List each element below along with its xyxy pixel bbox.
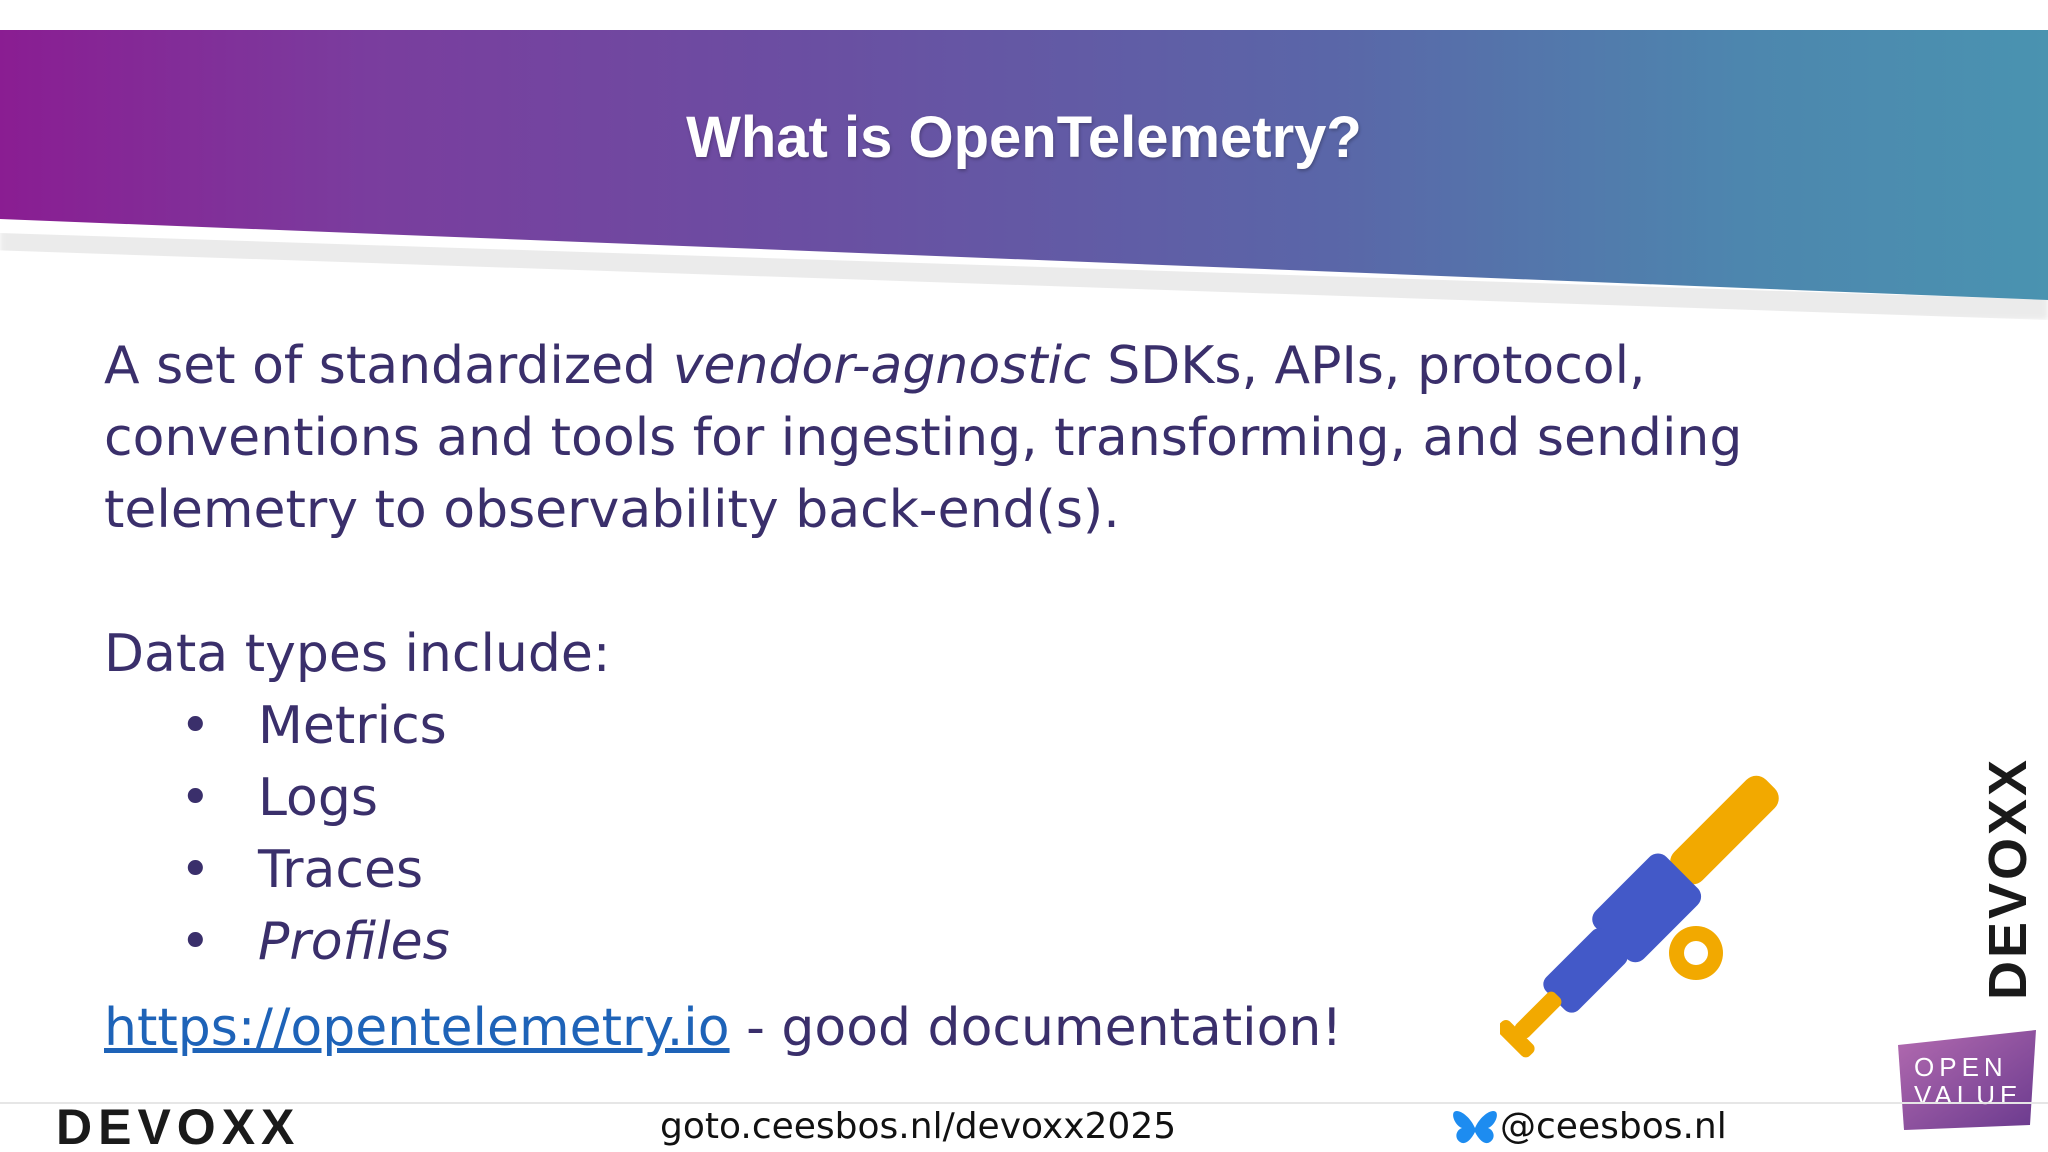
intro-text-after: SDKs, APIs, protocol, conventions and to… [104, 336, 1743, 540]
openvalue-line1: OPEN [1914, 1052, 2008, 1082]
data-types-heading: Data types include: [104, 624, 611, 684]
devoxx-logo-vertical: DEVOXX [1980, 757, 2038, 1000]
bullet-icon: • [180, 840, 211, 900]
openvalue-line2: VALUE [1914, 1080, 2022, 1110]
devoxx-logo-footer: DEVOXX [56, 1099, 300, 1152]
footer-social-handle: @ceesbos.nl [1500, 1106, 1727, 1147]
slide-content: A set of standardized vendor-agnostic SD… [104, 330, 1904, 1064]
bullet-icon: • [180, 696, 211, 756]
devoxx-footer-text: DEVOXX [56, 1099, 300, 1152]
data-type-item: • Metrics [104, 690, 1904, 762]
data-type-item: • Traces [104, 834, 1904, 906]
footer-url: goto.ceesbos.nl/devoxx2025 [660, 1106, 1177, 1147]
data-types-list: • Metrics • Logs • Traces • Profiles [104, 690, 1904, 978]
data-type-item: • Logs [104, 762, 1904, 834]
telescope-ring-hole-shape [1684, 941, 1708, 965]
openvalue-badge-shape [1898, 1030, 2036, 1130]
intro-paragraph: A set of standardized vendor-agnostic SD… [104, 330, 1884, 546]
bullet-icon: • [180, 768, 211, 828]
intro-emphasis: vendor-agnostic [672, 336, 1091, 396]
data-type-label: Traces [258, 840, 424, 900]
bullet-icon: • [180, 912, 211, 972]
devoxx-vertical-text: DEVOXX [1980, 757, 2038, 1000]
telescope-cap-shape [1500, 1019, 1535, 1058]
opentelemetry-link[interactable]: https://opentelemetry.io [104, 998, 730, 1058]
data-type-label: Metrics [258, 696, 447, 756]
data-type-label: Profiles [258, 912, 450, 972]
link-suffix: - good documentation! [729, 998, 1343, 1058]
intro-text-before: A set of standardized [104, 336, 673, 396]
link-line: https://opentelemetry.io - good document… [104, 992, 1884, 1064]
telescope-handle-shape [1514, 991, 1562, 1039]
slide-title: What is OpenTelemetry? [686, 105, 1362, 170]
data-type-item: • Profiles [104, 906, 1904, 978]
telescope-tube-end-shape [1670, 775, 1779, 885]
butterfly-icon [1453, 1110, 1497, 1144]
openvalue-logo: OPEN VALUE [1898, 1030, 2036, 1130]
footer-divider [0, 1102, 2048, 1104]
telescope-tube-shape [1592, 853, 1702, 963]
data-type-label: Logs [258, 768, 378, 828]
opentelemetry-telescope-icon [1500, 775, 1779, 1058]
telescope-eyepiece-shape [1543, 928, 1628, 1013]
